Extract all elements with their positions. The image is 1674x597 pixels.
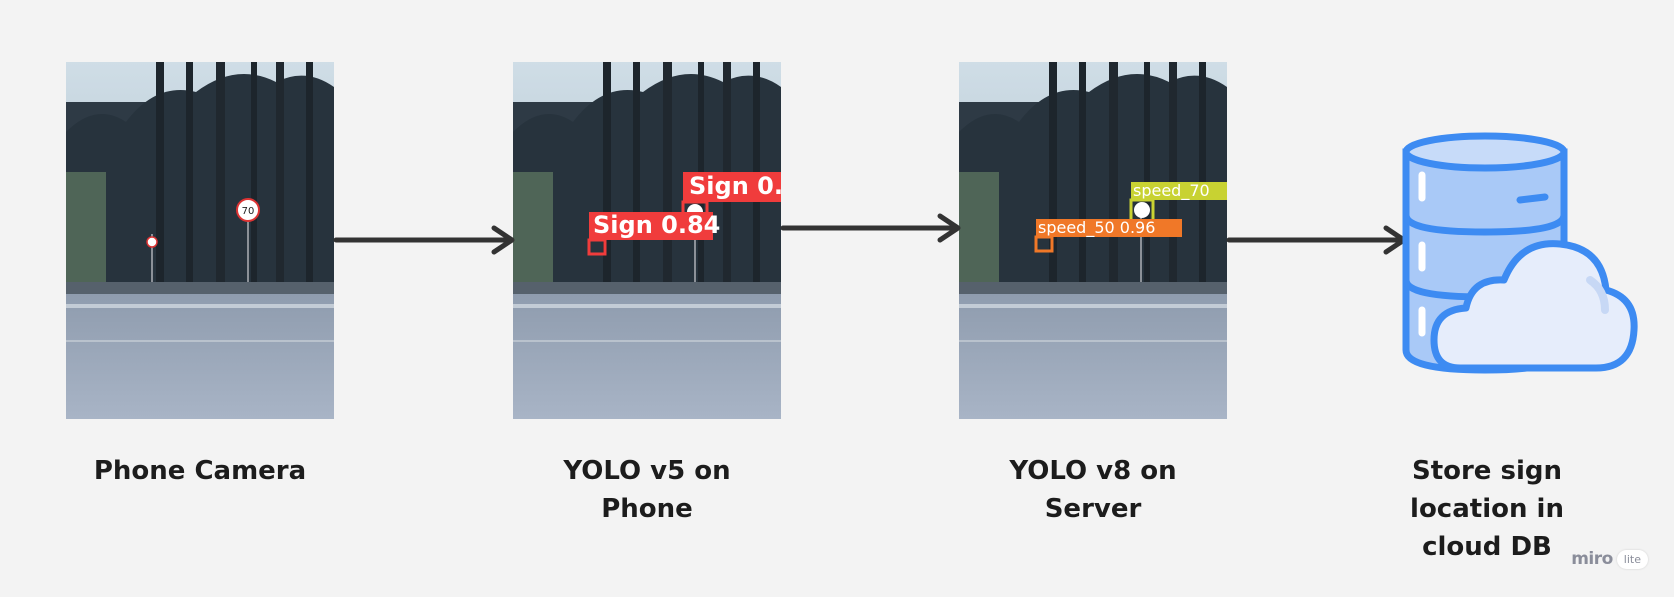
caption-text: YOLO v5 on Phone (563, 456, 731, 524)
lite-tag: lite (1616, 549, 1648, 569)
arrow-right-icon (780, 213, 961, 243)
cloud-database-icon (1400, 130, 1645, 379)
miro-logo: miro (1571, 549, 1613, 569)
caption-text: YOLO v8 on Server (1009, 456, 1177, 524)
detection-label: speed_70 (1133, 181, 1210, 201)
cloud-icon (1430, 240, 1638, 372)
detection-label-box (589, 212, 713, 240)
step-caption-yolo-v5: YOLO v5 on Phone (497, 452, 797, 528)
yolo-v5-photo: Sign 0. Sign 0.84 (513, 62, 781, 419)
detection-label: Sign 0.84 (593, 211, 720, 239)
speed-sign-text: 70 (242, 206, 255, 217)
caption-text: Store sign location in cloud DB (1410, 456, 1564, 562)
phone-camera-photo: 70 (66, 62, 334, 419)
detection-label-box (683, 172, 781, 202)
miro-lite-badge[interactable]: miro lite (1571, 549, 1648, 569)
yolo-v8-photo: speed_70 speed_50 0.96 (959, 62, 1227, 419)
detection-label-box (1036, 219, 1182, 237)
detection-label: Sign 0. (689, 172, 781, 200)
step-caption-yolo-v8: YOLO v8 on Server (943, 452, 1243, 528)
detection-label: speed_50 0.96 (1038, 218, 1155, 238)
step-caption-store-location: Store sign location in cloud DB (1337, 452, 1637, 566)
step-caption-phone-camera: Phone Camera (93, 456, 307, 486)
arrow-right-icon (333, 225, 515, 255)
arrow-right-icon (1226, 225, 1407, 255)
detection-label-box (1131, 182, 1227, 200)
